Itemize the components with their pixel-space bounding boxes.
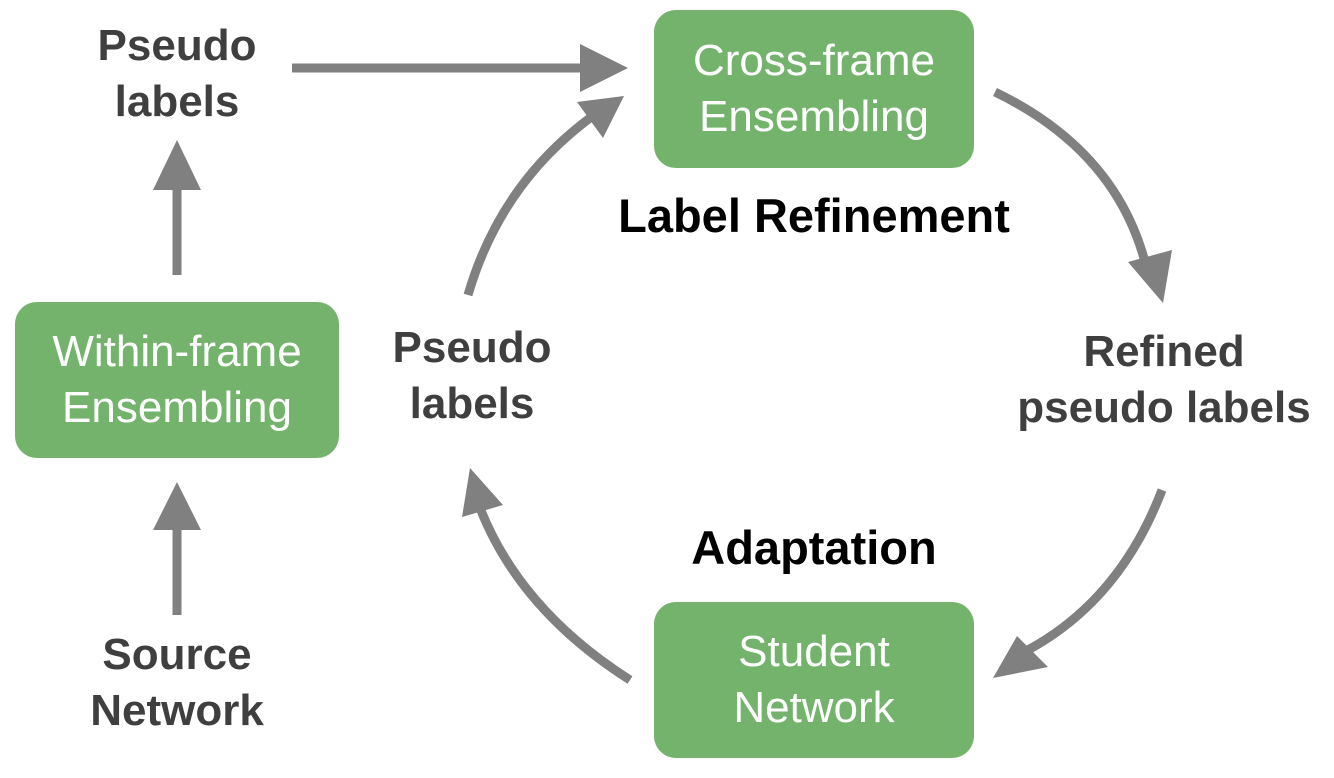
pseudo-labels-top-line1: Pseudo [97,21,257,70]
arrowhead-crossframe-curve [577,96,624,138]
student-network-line2: Network [733,683,895,732]
cross-frame-line2: Ensembling [699,92,929,141]
student-network-box: Student Network [654,602,974,758]
within-frame-line1: Within-frame [52,327,302,376]
arrow-crossframe-to-refined [993,87,1150,264]
cross-frame-ensembling-box: Cross-frame Ensembling [654,10,974,168]
arrowhead-refined [1128,250,1172,303]
arrow-student-to-pseudo [475,506,633,684]
arrow-pseudo-to-crossframe-curve [463,114,593,297]
arrowhead-pseudo-mid [462,468,503,517]
refined-pseudo-labels: Refined pseudo labels [1002,324,1326,436]
refined-line1: Refined [1083,327,1245,376]
pseudo-labels-middle-line1: Pseudo [392,323,552,372]
arrowhead-right [580,44,628,92]
student-network-line1: Student [738,627,890,676]
pseudo-labels-top: Pseudo labels [77,18,277,130]
arrowhead-up-top [153,140,201,190]
within-frame-line2: Ensembling [62,383,292,432]
source-network-line1: Source [102,630,252,679]
pseudo-labels-middle-line2: labels [409,379,535,428]
arrow-refined-to-student [1025,488,1167,654]
source-network-line2: Network [90,686,264,735]
pseudo-labels-top-line2: labels [114,77,240,126]
within-frame-ensembling-box: Within-frame Ensembling [15,302,339,458]
label-refinement-title: Label Refinement [618,189,1010,242]
cross-frame-line1: Cross-frame [692,36,936,85]
arrowhead-student [993,636,1048,678]
refined-line2: pseudo labels [1017,383,1311,432]
source-network-label: Source Network [62,627,292,739]
pseudo-labels-middle: Pseudo labels [372,320,572,432]
adaptation-title: Adaptation [691,521,937,574]
arrowhead-up-bottom [153,482,201,530]
